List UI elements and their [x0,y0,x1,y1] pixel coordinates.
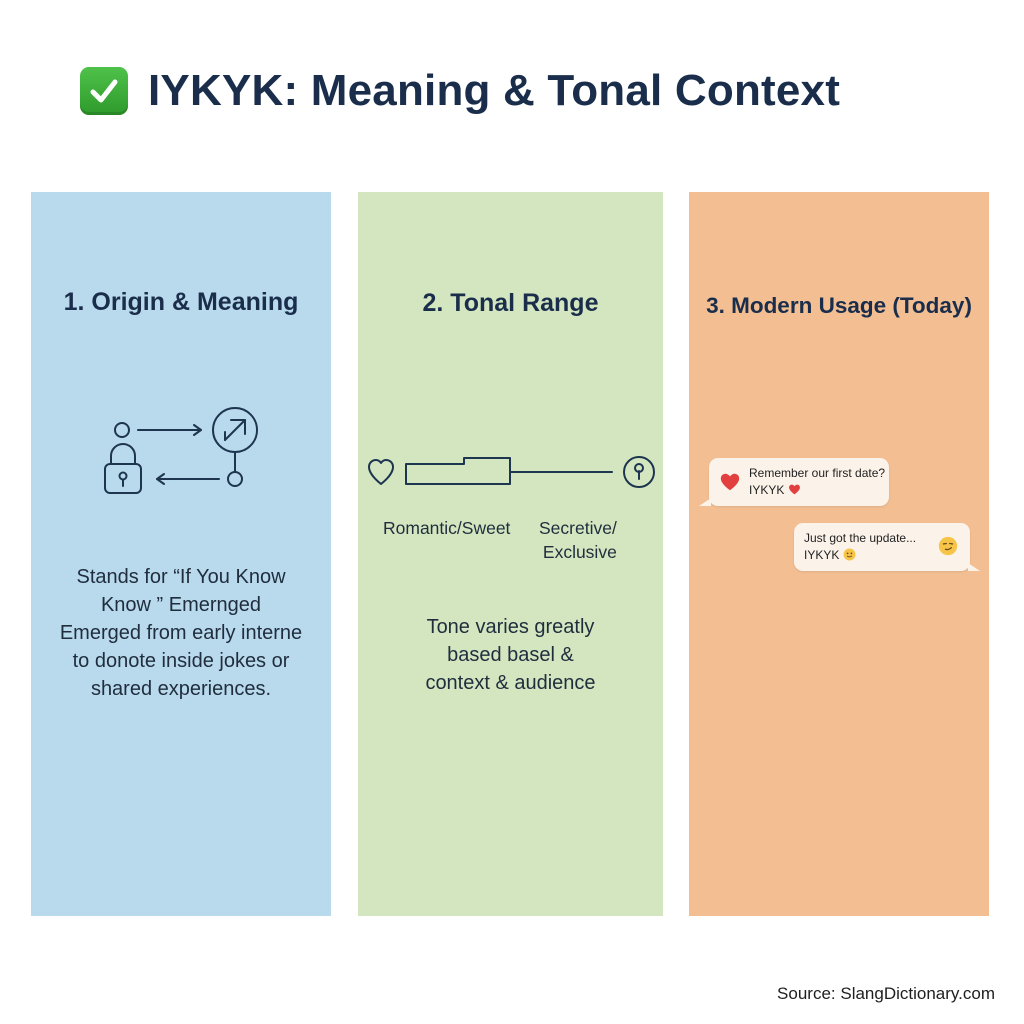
circle-node-icon [114,422,130,438]
range-label-secretive: Secretive/ Exclusive [539,518,617,562]
tonal-range-panel: 2. Tonal Range Romantic/Sweet Secretive/… [358,192,663,916]
tonal-range-description: Tone varies greatly based basel & contex… [425,616,596,694]
bubble-tail [968,563,980,571]
chat-bubble: Just got the update... IYKYK [794,523,980,571]
message-text: IYKYK [749,482,801,499]
origin-description: Stands for “If You Know Know ” Emernged … [59,566,303,700]
panel-title-tonal-range: 2. Tonal Range [422,289,599,317]
source-citation: Source: SlangDictionary.com [777,984,995,1003]
origin-diagram [104,407,258,494]
range-label-romantic: Romantic/Sweet [383,518,511,538]
message-text: Just got the update... [804,531,917,545]
origin-meaning-panel: 1. Origin & Meaning [31,192,331,916]
panel-title-modern-usage: 3. Modern Usage (Today) [706,293,972,318]
tone-step-shape [405,457,511,485]
heart-outline-icon [368,459,394,485]
check-mark-icon [80,67,128,115]
smirk-emoji-icon [938,536,958,556]
arrow-right-icon [137,424,202,436]
message-text: Remember our first date? [749,466,886,480]
panel-title-origin: 1. Origin & Meaning [63,288,299,316]
circle-arrow-icon [212,407,258,453]
heart-icon [720,473,740,491]
tonal-range-diagram [368,456,655,488]
chat-bubble: Remember our first date? IYKYK [699,458,889,506]
page-title: IYKYK: Meaning & Tonal Context [148,66,841,115]
arrow-left-icon [156,473,220,485]
small-emoji-icon [843,548,856,561]
modern-usage-panel: 3. Modern Usage (Today) Remember our fir… [689,192,989,916]
small-heart-icon [789,484,801,495]
bubble-tail [699,498,711,506]
lock-icon [104,443,142,494]
keyhole-icon [623,456,655,488]
message-text: IYKYK [804,547,856,564]
circle-node-icon [227,471,243,487]
header: IYKYK: Meaning & Tonal Context [80,66,840,116]
